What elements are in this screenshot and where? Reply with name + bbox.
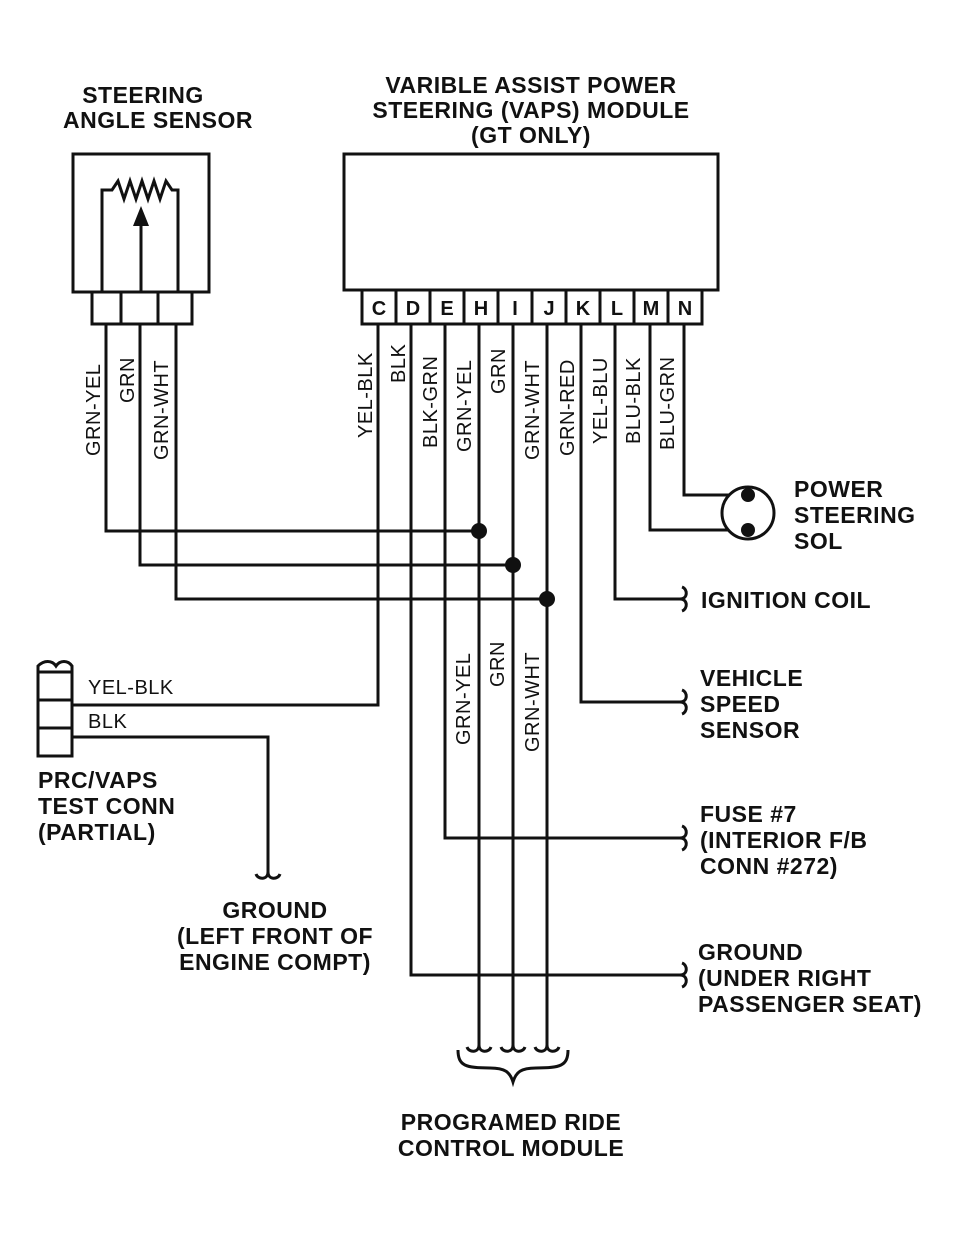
vaps-module-box <box>342 152 720 292</box>
vss-label-1: VEHICLE <box>700 665 803 691</box>
vss-label-2: SPEED <box>700 691 780 717</box>
ground-left-label-1: GROUND <box>222 897 327 923</box>
sol-label-2: STEERING <box>794 502 916 528</box>
module-title-1: VARIBLE ASSIST POWER <box>385 72 676 98</box>
wire-l-yel-blu <box>613 324 680 601</box>
module-wire-label-n: BLU-GRN <box>657 356 679 450</box>
wire-c-yel-blk <box>72 324 380 707</box>
test-conn-label-1: PRC/VAPS <box>38 767 158 793</box>
sensor-wire-label-grn: GRN <box>117 357 139 403</box>
wiper-arrow-icon <box>133 206 149 226</box>
ignition-coil-label: IGNITION COIL <box>701 587 871 613</box>
pin-n: N <box>678 298 692 320</box>
test-conn-label-3: (PARTIAL) <box>38 819 156 845</box>
middle-wire-label-grn-yel: GRN-YEL <box>453 653 475 745</box>
ground-right-connector-icon <box>679 961 688 989</box>
pin-c: C <box>372 298 386 320</box>
fuse-connector-icon <box>679 824 688 852</box>
steering-sensor-title-2: ANGLE SENSOR <box>63 107 253 133</box>
wire-d-blk <box>409 324 680 977</box>
vss-connector-icon <box>679 688 688 716</box>
module-wire-label-l: YEL-BLU <box>590 357 612 444</box>
ground-left-label-3: ENGINE COMPT) <box>179 949 371 975</box>
power-steering-sol-icon <box>720 485 776 541</box>
wire-grn-sensor <box>138 324 513 567</box>
pin-l: L <box>611 298 623 320</box>
wire-grn-yel-sensor <box>104 324 478 533</box>
module-wire-label-i: GRN <box>488 348 510 394</box>
wire-grn-wht-sensor <box>174 324 547 601</box>
test-conn-wire1-label: YEL-BLK <box>88 677 174 699</box>
wire-k-grn-red <box>579 324 680 704</box>
module-pin-strip <box>360 288 704 326</box>
ignition-coil-connector-icon <box>679 585 688 613</box>
fuse-label-3: CONN #272) <box>700 853 838 879</box>
wire-e-blk-grn <box>443 324 680 840</box>
splice-dot-grn-wht <box>539 591 555 607</box>
ground-right-label-1: GROUND <box>698 939 803 965</box>
steering-sensor-title-1: STEERING <box>82 82 204 108</box>
module-wire-label-d: BLK <box>388 344 410 383</box>
prc-module-label-2: CONTROL MODULE <box>398 1135 624 1161</box>
prc-connector-icon-1 <box>465 1044 493 1053</box>
test-conn-label-2: TEST CONN <box>38 793 175 819</box>
splice-dot-grn-yel <box>471 523 487 539</box>
wire-m-blu-blk <box>648 324 746 532</box>
module-wire-label-e: BLK-GRN <box>420 356 442 448</box>
wire-n-blu-grn <box>682 324 748 497</box>
fuse-label-2: (INTERIOR F/B <box>700 827 868 853</box>
splice-dot-grn <box>505 557 521 573</box>
ground-left-label-2: (LEFT FRONT OF <box>177 923 373 949</box>
pin-d: D <box>406 298 420 320</box>
sensor-wire-label-grn-wht: GRN-WHT <box>151 360 173 460</box>
middle-wire-label-grn-wht: GRN-WHT <box>522 652 544 752</box>
pin-m: M <box>643 298 660 320</box>
sol-label-1: POWER <box>794 476 883 502</box>
module-wire-label-h: GRN-YEL <box>454 360 476 452</box>
module-title-3: (GT ONLY) <box>471 122 591 148</box>
pin-e: E <box>440 298 453 320</box>
pin-h: H <box>474 298 488 320</box>
ground-right-label-2: (UNDER RIGHT <box>698 965 871 991</box>
sol-label-3: SOL <box>794 528 843 554</box>
fuse-label-1: FUSE #7 <box>700 801 797 827</box>
vss-label-3: SENSOR <box>700 717 800 743</box>
module-wire-label-k: GRN-RED <box>557 359 579 456</box>
ground-left-connector-icon <box>254 871 282 880</box>
test-conn-wire2-label: BLK <box>88 711 127 733</box>
prc-connector-icon-2 <box>499 1044 527 1053</box>
sensor-wire-label-grn-yel: GRN-YEL <box>83 364 105 456</box>
prc-module-label-1: PROGRAMED RIDE <box>401 1109 621 1135</box>
wire-test-conn-blk <box>72 735 270 872</box>
ground-right-label-3: PASSENGER SEAT) <box>698 991 922 1017</box>
steering-angle-sensor <box>71 152 211 326</box>
module-wire-label-c: YEL-BLK <box>355 352 377 438</box>
pin-j: J <box>543 298 554 320</box>
module-wire-label-j: GRN-WHT <box>522 360 544 460</box>
module-title-2: STEERING (VAPS) MODULE <box>372 97 689 123</box>
prc-brace-icon <box>456 1049 570 1088</box>
middle-wire-label-grn: GRN <box>487 641 509 687</box>
pin-i: I <box>512 298 518 320</box>
pin-k: K <box>576 298 591 320</box>
test-connector <box>36 660 74 758</box>
prc-connector-icon-3 <box>533 1044 561 1053</box>
module-wire-label-m: BLU-BLK <box>623 357 645 444</box>
